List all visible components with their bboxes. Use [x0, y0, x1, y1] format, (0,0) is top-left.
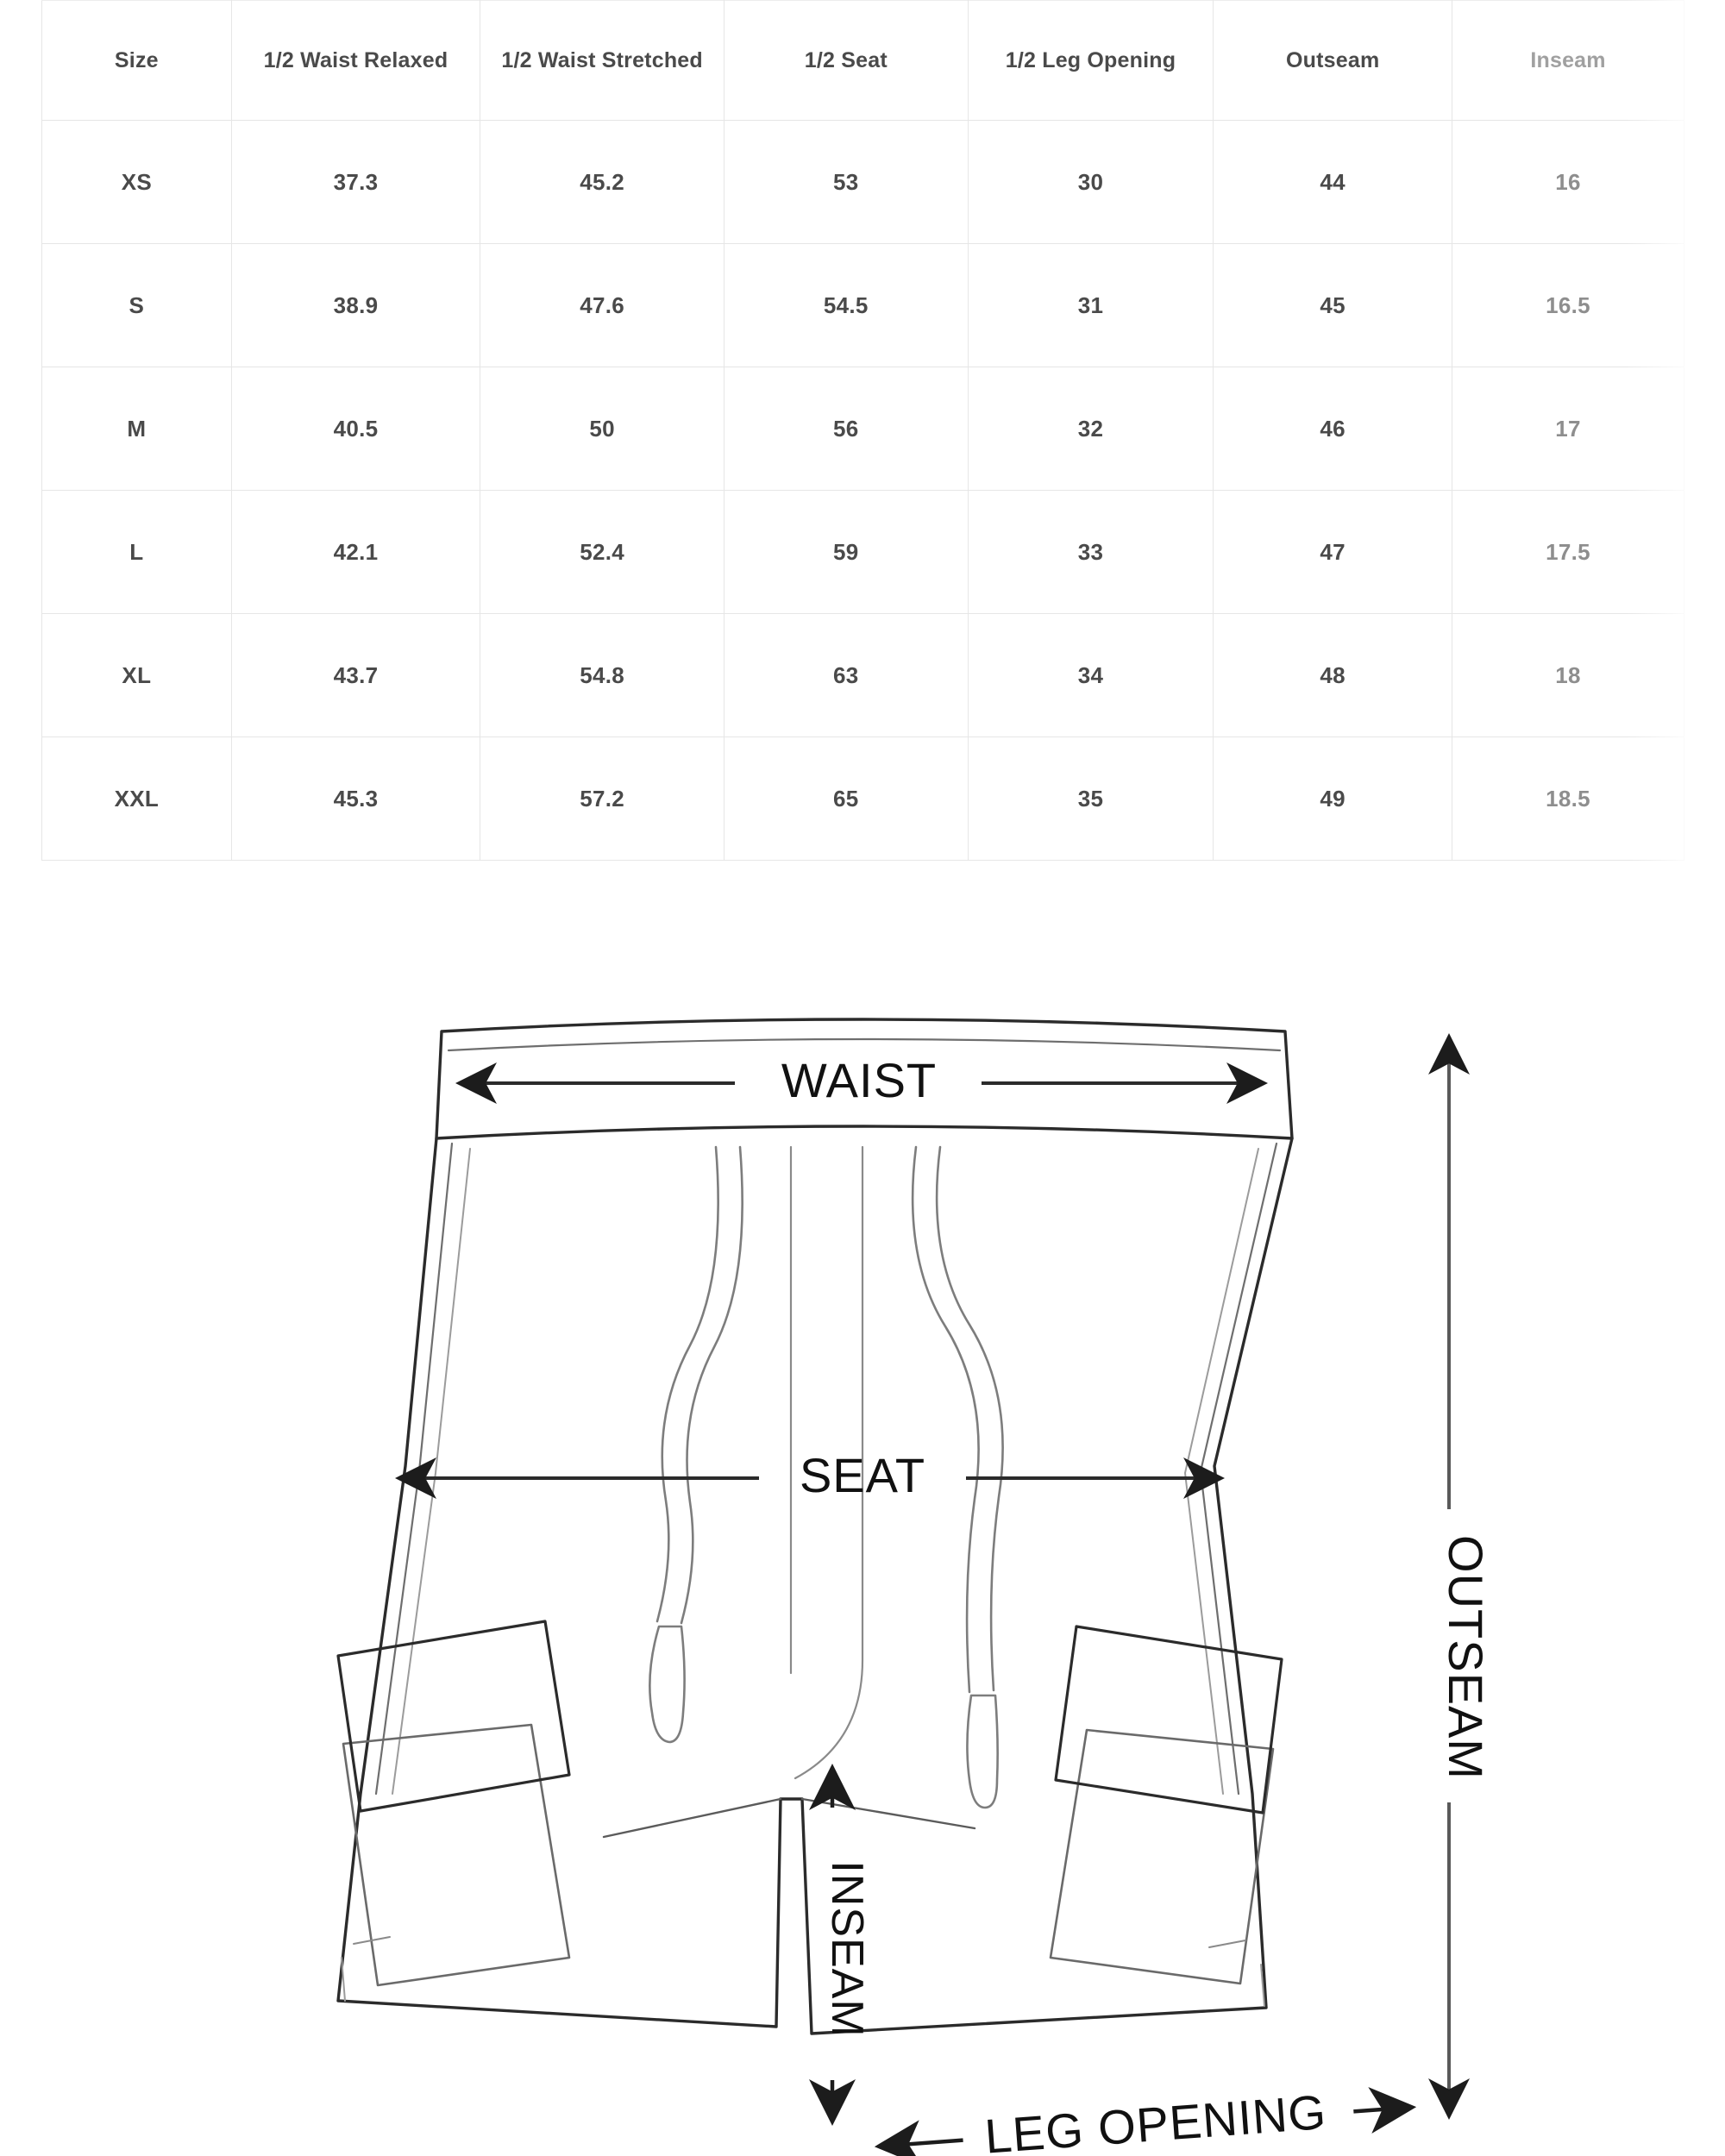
table-body: XS 37.3 45.2 53 30 44 16 S 38.9 47.6 54.…: [41, 120, 1684, 861]
cell-outseam: 47: [1213, 490, 1453, 614]
drawstring-right-tip: [966, 1694, 999, 1809]
cell-size: M: [41, 367, 232, 491]
size-chart-table: Size 1/2 Waist Relaxed 1/2 Waist Stretch…: [41, 0, 1684, 861]
table-header-row: Size 1/2 Waist Relaxed 1/2 Waist Stretch…: [41, 0, 1684, 121]
drawstring-right-cord-b: [911, 1145, 980, 1694]
table-row: XS 37.3 45.2 53 30 44 16: [41, 120, 1684, 244]
cell-size: L: [41, 490, 232, 614]
cell-leg-opening: 33: [967, 490, 1214, 614]
cell-outseam: 49: [1213, 736, 1453, 861]
cell-seat: 65: [723, 736, 969, 861]
cell-leg-opening: 34: [967, 613, 1214, 737]
cell-size: XL: [41, 613, 232, 737]
drawstring-right-cord-a: [935, 1145, 1004, 1692]
table-row: L 42.1 52.4 59 33 47 17.5: [41, 490, 1684, 614]
cell-inseam: 18.5: [1452, 736, 1684, 861]
cell-leg-opening: 31: [967, 243, 1214, 367]
table-row: S 38.9 47.6 54.5 31 45 16.5: [41, 243, 1684, 367]
left-cargo-pocket-flap: [336, 1620, 571, 1813]
seat-measurement-group: SEAT: [395, 1448, 1225, 1502]
drawstring-left-cord-b: [680, 1145, 743, 1625]
cell-waist-stretched: 45.2: [480, 120, 724, 244]
column-header-outseam: Outseam: [1213, 0, 1453, 121]
left-pocket-hem-detail: [353, 1936, 391, 1945]
cell-waist-relaxed: 38.9: [230, 243, 481, 367]
cell-waist-stretched: 50: [480, 367, 724, 491]
shorts-measurement-diagram: WAIST SEAT OUTSEAM INSEAM LEG OPENING: [0, 1018, 1725, 2156]
drawstring-left-cord-a: [656, 1145, 719, 1623]
cell-waist-relaxed: 43.7: [230, 613, 481, 737]
leg-opening-arrow-right: [1353, 2087, 1417, 2134]
cell-outseam: 45: [1213, 243, 1453, 367]
right-side-seam-outer: [1184, 1148, 1259, 1795]
cell-leg-opening: 32: [967, 367, 1214, 491]
inseam-measurement-group: INSEAM: [809, 1764, 872, 2126]
shorts-body-outline: [336, 1137, 1294, 2035]
drawstring-group: [649, 1145, 1004, 1809]
right-crotch-seam: [800, 1797, 976, 1830]
shorts-outline-group: [336, 1018, 1294, 2035]
cell-inseam: 17.5: [1452, 490, 1684, 614]
cell-seat: 59: [723, 490, 969, 614]
waist-label: WAIST: [781, 1053, 937, 1107]
column-header-inseam: Inseam: [1452, 0, 1684, 121]
cell-waist-stretched: 47.6: [480, 243, 724, 367]
cell-size: XS: [41, 120, 232, 244]
cell-inseam: 18: [1452, 613, 1684, 737]
left-crotch-seam: [602, 1797, 782, 1839]
column-header-waist-stretched: 1/2 Waist Stretched: [480, 0, 724, 121]
column-header-size: Size: [41, 0, 232, 121]
column-header-waist-relaxed: 1/2 Waist Relaxed: [230, 0, 481, 121]
cell-size: S: [41, 243, 232, 367]
cell-leg-opening: 30: [967, 120, 1214, 244]
leg-opening-arrow-left: [874, 2120, 963, 2156]
size-chart-table-container: Size 1/2 Waist Relaxed 1/2 Waist Stretch…: [41, 0, 1686, 861]
right-pocket-hem-detail: [1208, 1940, 1246, 1948]
cell-waist-relaxed: 40.5: [230, 367, 481, 491]
shorts-diagram-svg: WAIST SEAT OUTSEAM INSEAM LEG OPENING: [336, 1018, 1493, 2156]
table-row: M 40.5 50 56 32 46 17: [41, 367, 1684, 491]
cell-inseam: 17: [1452, 367, 1684, 491]
cell-outseam: 44: [1213, 120, 1453, 244]
outseam-label: OUTSEAM: [1439, 1535, 1493, 1780]
left-side-seam-inner: [374, 1142, 454, 1796]
cell-waist-relaxed: 37.3: [230, 120, 481, 244]
left-cargo-pocket-body: [342, 1723, 571, 1987]
outseam-measurement-group: OUTSEAM: [1428, 1033, 1493, 2120]
left-hem-detail: [341, 1957, 346, 2002]
right-cargo-pocket-body: [1049, 1728, 1275, 1985]
cell-size: XXL: [41, 736, 232, 861]
right-hem-detail: [1260, 1964, 1265, 2007]
cell-seat: 54.5: [723, 243, 969, 367]
cell-waist-stretched: 54.8: [480, 613, 724, 737]
cell-seat: 56: [723, 367, 969, 491]
inseam-label: INSEAM: [822, 1860, 872, 2037]
cell-inseam: 16: [1452, 120, 1684, 244]
table-row: XL 43.7 54.8 63 34 48 18: [41, 613, 1684, 737]
cell-seat: 53: [723, 120, 969, 244]
cell-outseam: 46: [1213, 367, 1453, 491]
waist-measurement-group: WAIST: [455, 1053, 1268, 1107]
column-header-seat: 1/2 Seat: [723, 0, 969, 121]
cell-seat: 63: [723, 613, 969, 737]
right-cargo-pocket-flap: [1054, 1625, 1283, 1814]
cell-inseam: 16.5: [1452, 243, 1684, 367]
cell-outseam: 48: [1213, 613, 1453, 737]
waistband-top-seam: [447, 1037, 1282, 1052]
table-row: XXL 45.3 57.2 65 35 49 18.5: [41, 736, 1684, 861]
leg-opening-measurement-group: LEG OPENING: [874, 2084, 1417, 2156]
cell-waist-relaxed: 42.1: [230, 490, 481, 614]
cell-waist-relaxed: 45.3: [230, 736, 481, 861]
leg-opening-label: LEG OPENING: [983, 2084, 1328, 2156]
table-header: Size 1/2 Waist Relaxed 1/2 Waist Stretch…: [41, 0, 1684, 121]
drawstring-left-tip: [649, 1625, 686, 1744]
cell-waist-stretched: 52.4: [480, 490, 724, 614]
seat-label: SEAT: [800, 1448, 925, 1502]
cell-waist-stretched: 57.2: [480, 736, 724, 861]
cell-leg-opening: 35: [967, 736, 1214, 861]
column-header-leg-opening: 1/2 Leg Opening: [967, 0, 1214, 121]
